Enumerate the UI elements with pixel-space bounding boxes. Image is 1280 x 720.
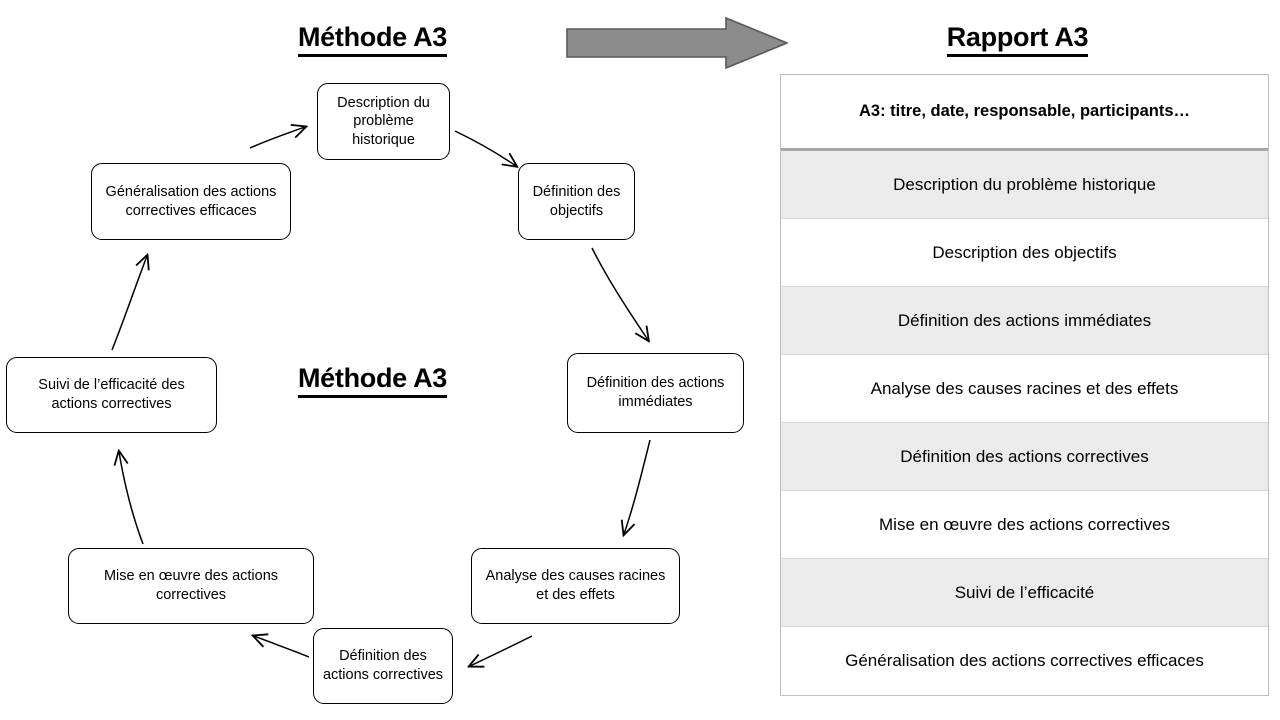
- report-title-text: Rapport A3: [946, 22, 1089, 57]
- cycle-node-immediates[interactable]: Définition des actions immédiates: [567, 353, 744, 433]
- method-center-label: Méthode A3: [240, 363, 505, 398]
- report-row: Définition des actions correctives: [781, 423, 1268, 491]
- cycle-node-objectifs[interactable]: Définition des objectifs: [518, 163, 635, 240]
- report-row: Mise en œuvre des actions correctives: [781, 491, 1268, 559]
- cycle-node-analyse[interactable]: Analyse des causes racines et des effets: [471, 548, 680, 624]
- cycle-node-mise-en-oeuvre[interactable]: Mise en œuvre des actions correctives: [68, 548, 314, 624]
- cycle-node-description[interactable]: Description du problème historique: [317, 83, 450, 160]
- report-row: Généralisation des actions correctives e…: [781, 627, 1268, 695]
- connector-immediates-analyse: [624, 439, 651, 534]
- report-title: Rapport A3: [880, 22, 1155, 57]
- connector-suivi-generalisation: [111, 256, 147, 351]
- method-title-top: Méthode A3: [240, 22, 505, 57]
- connector-correctives-miseenoeuvre: [254, 636, 310, 658]
- cycle-node-correctives[interactable]: Définition des actions correctives: [313, 628, 453, 704]
- report-row: Suivi de l’efficacité: [781, 559, 1268, 627]
- connector-description-objectifs: [454, 130, 516, 166]
- report-header-row: A3: titre, date, responsable, participan…: [781, 75, 1268, 151]
- connector-generalisation-description: [249, 127, 305, 149]
- method-title-top-text: Méthode A3: [297, 22, 447, 57]
- cycle-node-suivi[interactable]: Suivi de l’efficacité des actions correc…: [6, 357, 217, 433]
- connector-miseenoeuvre-suivi: [119, 452, 144, 545]
- report-row: Définition des actions immédiates: [781, 287, 1268, 355]
- report-table: A3: titre, date, responsable, participan…: [780, 74, 1269, 696]
- report-row: Description des objectifs: [781, 219, 1268, 287]
- method-center-label-text: Méthode A3: [297, 363, 447, 398]
- right-arrow-icon: [566, 16, 790, 70]
- cycle-connectors: [111, 0, 651, 720]
- connector-objectifs-immediates: [591, 247, 648, 340]
- connector-analyse-correctives: [470, 635, 533, 666]
- report-row: Description du problème historique: [781, 151, 1268, 219]
- report-row: Analyse des causes racines et des effets: [781, 355, 1268, 423]
- cycle-node-generalisation[interactable]: Généralisation des actions correctives e…: [91, 163, 291, 240]
